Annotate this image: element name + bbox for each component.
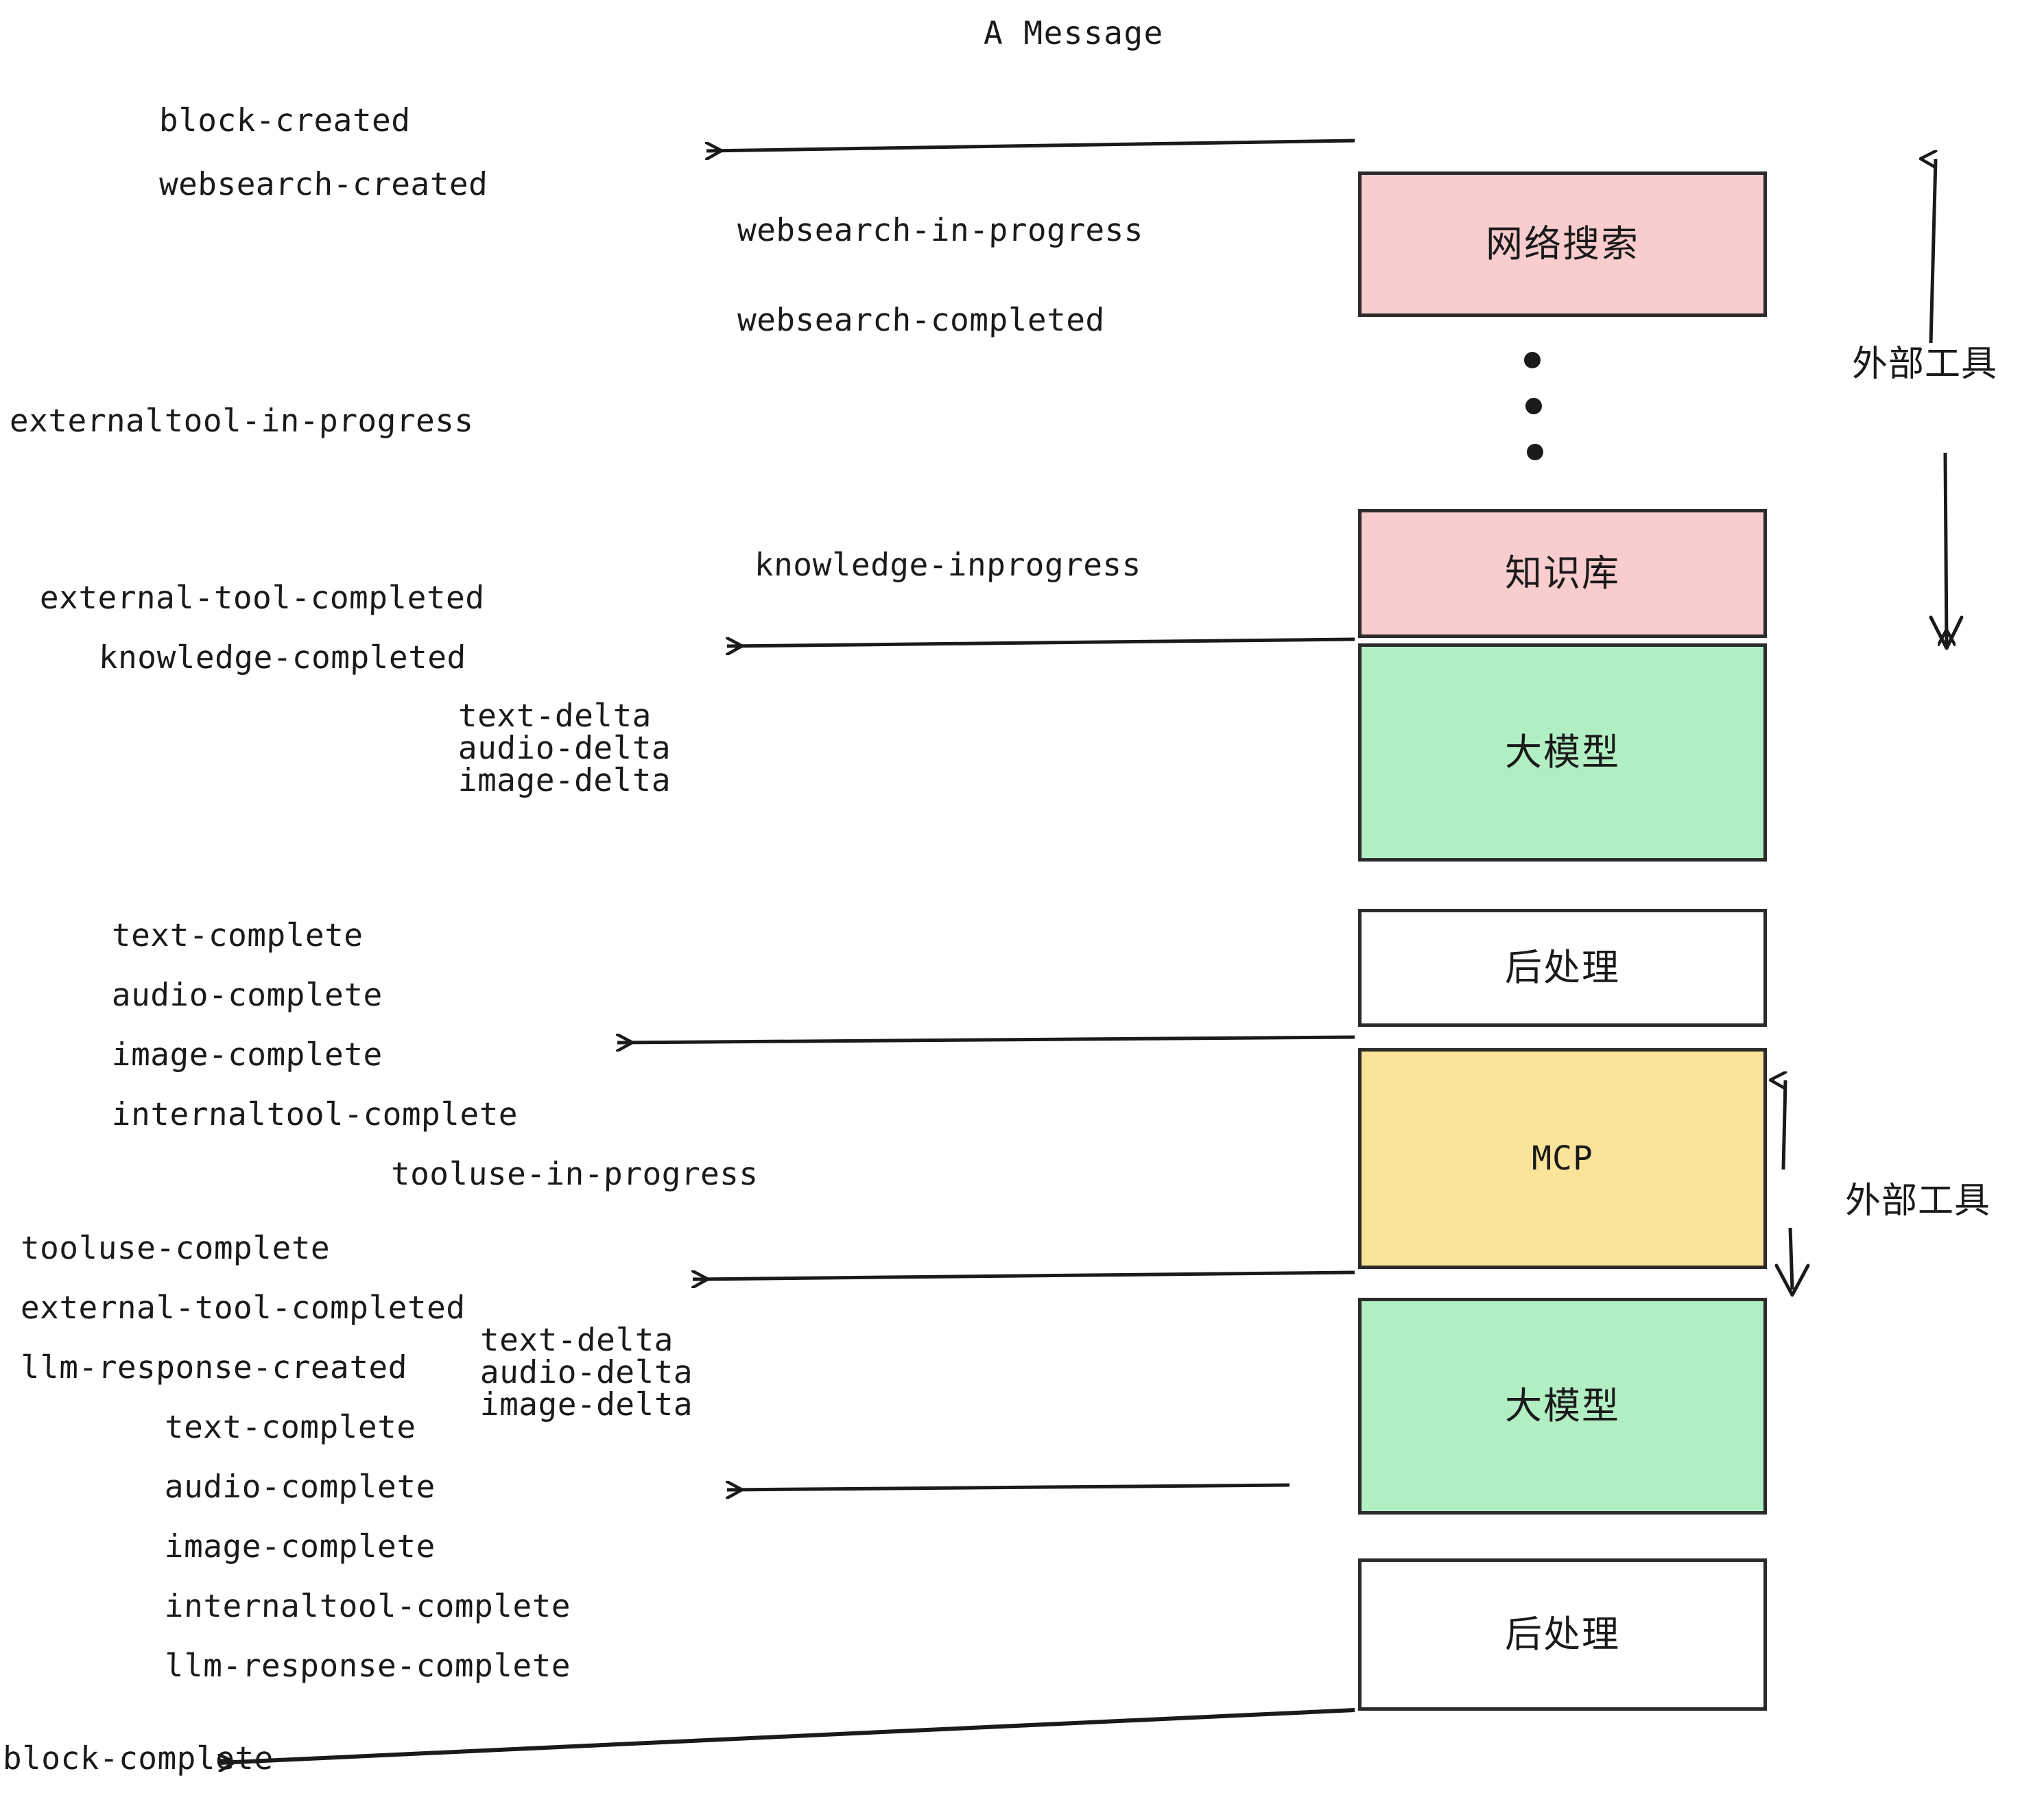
arrow-websearch-created — [706, 139, 1355, 151]
event-image-delta-2: image-delta — [479, 1386, 693, 1423]
event-internaltool-complete-2: internaltool-complete — [164, 1587, 571, 1624]
arrow-knowledge-completed — [727, 639, 1355, 646]
box-mcp: MCP — [1358, 1048, 1767, 1269]
external-tool-arrowhead-down — [1929, 615, 1964, 650]
box-llm-2: 大模型 — [1358, 1298, 1767, 1515]
box-web-search-label: 网络搜索 — [1486, 222, 1639, 265]
event-audio-delta-1: audio-delta — [457, 729, 672, 766]
event-internaltool-complete-1: internaltool-complete — [111, 1095, 519, 1132]
event-tooluse-complete: tooluse-complete — [20, 1229, 331, 1266]
box-knowledge-base-label: 知识库 — [1505, 551, 1620, 595]
external-tool-arrow-down — [1945, 452, 1947, 645]
event-text-complete-2: text-complete — [164, 1408, 417, 1445]
event-image-delta-1: image-delta — [457, 761, 672, 798]
event-llm-response-created: llm-response-created — [20, 1349, 408, 1386]
event-block-created: block-created — [158, 102, 412, 139]
event-llm-response-complete: llm-response-complete — [164, 1647, 571, 1684]
box-llm-1-label: 大模型 — [1505, 731, 1620, 774]
box-mcp-label: MCP — [1532, 1139, 1593, 1178]
arrow-image-complete — [617, 1037, 1355, 1043]
event-block-complete: block-complete — [2, 1740, 274, 1777]
event-image-complete-2: image-complete — [164, 1528, 436, 1565]
box-post-processing-2-label: 后处理 — [1505, 1613, 1620, 1656]
arrow-tooluse-complete — [693, 1272, 1355, 1279]
arrow-audio-complete — [727, 1485, 1290, 1490]
event-audio-complete-2: audio-complete — [164, 1468, 436, 1505]
event-audio-complete-1: audio-complete — [111, 976, 383, 1013]
event-websearch-created: websearch-created — [158, 165, 488, 202]
external-tool-arrow-down-2 — [1788, 1227, 1794, 1290]
event-image-complete-1: image-complete — [111, 1036, 383, 1073]
box-knowledge-base: 知识库 — [1358, 509, 1767, 638]
box-web-search: 网络搜索 — [1358, 171, 1767, 317]
external-tool-arrowhead-down-2 — [1774, 1263, 1810, 1297]
page-title: A Message — [984, 14, 1164, 51]
arrow-block-complete — [219, 1708, 1355, 1763]
box-llm-2-label: 大模型 — [1505, 1384, 1620, 1427]
box-llm-1: 大模型 — [1358, 643, 1767, 862]
box-post-processing-1-label: 后处理 — [1505, 946, 1620, 989]
event-websearch-in-progress: websearch-in-progress — [737, 211, 1144, 248]
event-text-delta-2: text-delta — [479, 1321, 674, 1358]
ellipsis-dot-2 — [1525, 398, 1542, 414]
external-tool-arrow-up-2 — [1783, 1080, 1787, 1170]
event-external-tool-completed-2: external-tool-completed — [20, 1289, 466, 1326]
event-websearch-completed: websearch-completed — [737, 301, 1106, 338]
box-post-processing-1: 后处理 — [1358, 909, 1767, 1027]
side-label-external-tool-upper: 外部工具 — [1852, 344, 1998, 385]
box-post-processing-2: 后处理 — [1358, 1558, 1767, 1711]
ellipsis-dot-3 — [1527, 444, 1543, 460]
event-text-complete-1: text-complete — [111, 916, 364, 953]
event-external-tool-completed-1: external-tool-completed — [39, 579, 486, 616]
event-knowledge-completed: knowledge-completed — [98, 639, 467, 676]
event-knowledge-inprogress: knowledge-inprogress — [754, 546, 1142, 583]
event-externaltool-in-progress: externaltool-in-progress — [9, 402, 475, 439]
side-label-external-tool-lower: 外部工具 — [1845, 1180, 1991, 1222]
event-tooluse-in-progress: tooluse-in-progress — [390, 1155, 759, 1192]
external-tool-arrow-up — [1931, 159, 1938, 344]
event-audio-delta-2: audio-delta — [479, 1353, 693, 1390]
ellipsis-dot-1 — [1524, 352, 1541, 368]
event-text-delta-1: text-delta — [457, 697, 652, 734]
